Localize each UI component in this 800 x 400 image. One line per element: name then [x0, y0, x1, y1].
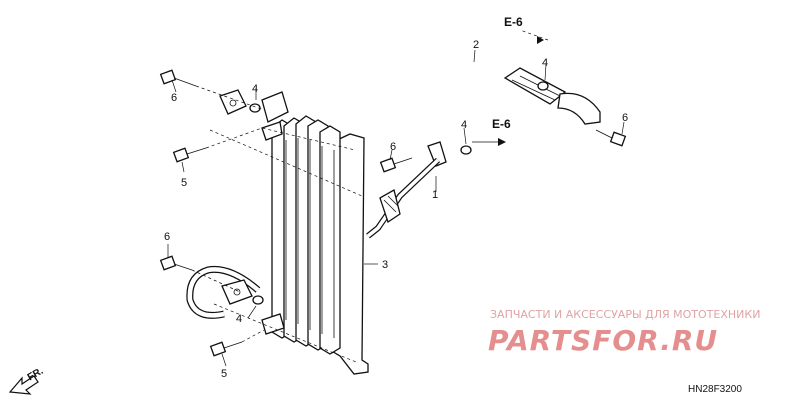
ref-e6-top: E-6: [504, 15, 523, 29]
callout-4-lower: 4: [236, 313, 242, 325]
callout-3: 3: [382, 259, 388, 271]
ref-arrow-mid: [498, 138, 506, 146]
callout-5-lower: 5: [221, 368, 227, 380]
callout-6-right: 6: [622, 112, 628, 124]
diagram-code: HN28F3200: [688, 384, 742, 395]
alignment-lines: [191, 29, 549, 363]
leader-lines: [167, 49, 625, 367]
front-label: FR.: [26, 366, 46, 384]
callout-2: 2: [473, 39, 479, 51]
bolt-5-upper[interactable]: [172, 147, 207, 163]
o-ring-mid[interactable]: [460, 145, 472, 155]
o-ring-top-right[interactable]: [537, 81, 549, 91]
callout-6-mid: 6: [390, 141, 396, 153]
bolt-6-top-left[interactable]: [159, 69, 197, 87]
oil-cooler[interactable]: [261, 115, 369, 375]
callout-6-lower-left: 6: [164, 231, 170, 243]
callout-5-upper: 5: [181, 177, 187, 189]
front-arrow-icon: [8, 375, 39, 395]
oil-hose-upper[interactable]: [192, 17, 601, 125]
watermark-subtitle: ЗАПЧАСТИ И АКСЕССУАРЫ ДЛЯ МОТОТЕХНИКИ: [490, 308, 760, 321]
bolt-6-right[interactable]: [595, 129, 627, 147]
callout-1: 1: [432, 189, 438, 201]
watermark-brand: PARTSFOR.RU: [488, 324, 718, 357]
callout-4-top-left: 4: [252, 83, 258, 95]
callout-4-top-right: 4: [542, 57, 548, 69]
callout-4-mid: 4: [461, 119, 467, 131]
oil-pipe[interactable]: [366, 141, 447, 239]
bolt-5-lower[interactable]: [209, 341, 243, 357]
ref-e6-mid: E-6: [492, 117, 511, 131]
oil-hose-lower[interactable]: [186, 265, 261, 319]
bolt-6-mid[interactable]: [379, 157, 413, 173]
o-ring-top-left[interactable]: [249, 103, 261, 113]
o-ring-lower[interactable]: [252, 295, 264, 305]
bolt-6-lower-left[interactable]: [159, 255, 193, 271]
callout-6-top-left: 6: [171, 92, 177, 104]
ref-arrow-top: [537, 36, 544, 44]
